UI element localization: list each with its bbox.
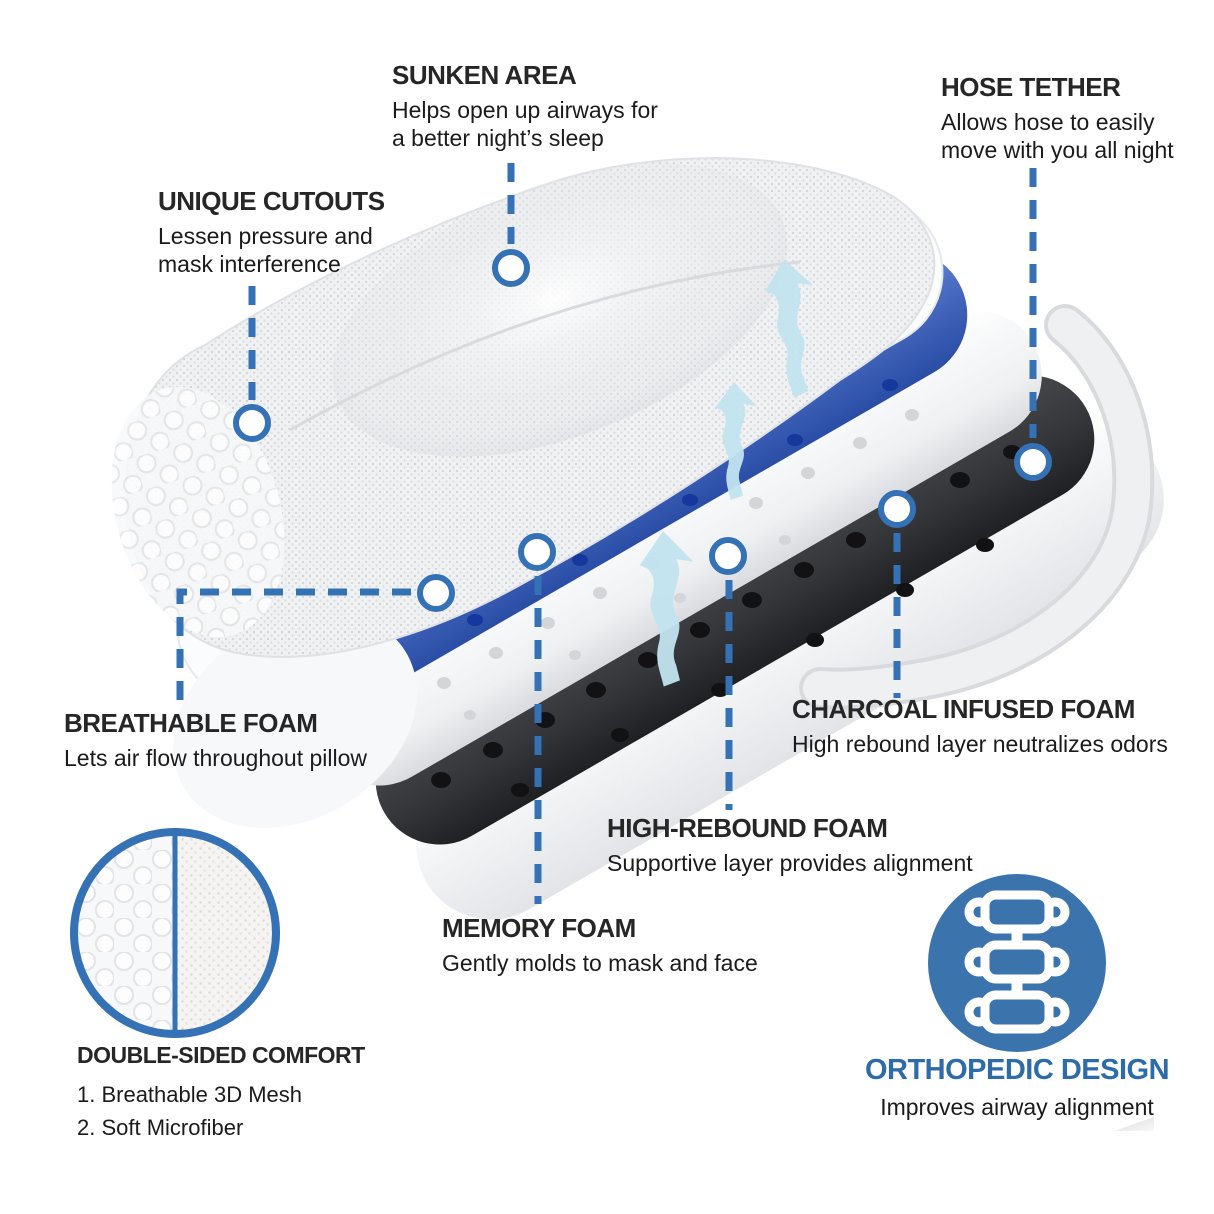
callout-title: CHARCOAL INFUSED FOAM xyxy=(792,694,1135,724)
callout-desc-line: Allows hose to easily xyxy=(941,109,1155,135)
feature-list-item: 2. Soft Microfiber xyxy=(77,1115,244,1140)
callout-desc-line: a better night’s sleep xyxy=(392,125,604,151)
callout-title: HIGH-REBOUND FOAM xyxy=(607,813,888,843)
feature-orthopedic-design: ORTHOPEDIC DESIGN Improves airway alignm… xyxy=(817,1054,1214,1121)
callout-desc-line: move with you all night xyxy=(941,137,1174,163)
callout-desc-line: Lessen pressure and xyxy=(158,223,373,249)
callout-unique-cutouts: UNIQUE CUTOUTS Lessen pressure and mask … xyxy=(158,186,385,278)
callout-charcoal-foam: CHARCOAL INFUSED FOAM High rebound layer… xyxy=(792,694,1168,758)
callout-desc-line: mask interference xyxy=(158,251,341,277)
callout-hose-tether: HOSE TETHER Allows hose to easily move w… xyxy=(941,72,1174,164)
callout-desc-line: High rebound layer neutralizes odors xyxy=(792,731,1168,757)
feature-title: ORTHOPEDIC DESIGN xyxy=(864,1054,1170,1086)
callout-dots xyxy=(233,249,1052,612)
callout-desc-line: Lets air flow throughout pillow xyxy=(64,745,367,771)
feature-list: 1. Breathable 3D Mesh 2. Soft Microfiber xyxy=(77,1081,365,1141)
feature-desc-line: Improves airway alignment xyxy=(880,1094,1154,1120)
honeycomb-cutout-area xyxy=(111,386,285,638)
callout-sunken-area: SUNKEN AREA Helps open up airways for a … xyxy=(392,60,658,152)
callout-line-breathable-foam xyxy=(176,588,411,712)
callout-dot-unique-cutouts xyxy=(233,404,271,442)
callout-dot-breathable-foam xyxy=(417,574,455,612)
callout-title: HOSE TETHER xyxy=(941,72,1121,102)
callout-breathable-foam: BREATHABLE FOAM Lets air flow throughout… xyxy=(64,708,367,772)
callout-dot-charcoal xyxy=(878,490,916,528)
callout-title: MEMORY FOAM xyxy=(442,913,636,943)
callout-title: SUNKEN AREA xyxy=(392,60,577,90)
callout-title: UNIQUE CUTOUTS xyxy=(158,186,385,216)
callout-dot-memory-foam xyxy=(518,533,556,571)
feature-title: DOUBLE-SIDED COMFORT xyxy=(77,1042,365,1068)
hose-tether-loop xyxy=(799,304,1155,710)
callout-desc-line: Gently molds to mask and face xyxy=(442,950,758,976)
orthopedic-badge xyxy=(928,874,1106,1052)
charcoal-foam-layer xyxy=(375,375,1095,845)
callout-memory-foam: MEMORY FOAM Gently molds to mask and fac… xyxy=(442,913,758,977)
charcoal-holes xyxy=(431,445,1021,797)
callout-dot-sunken-area xyxy=(492,249,530,287)
bottom-cover-layer xyxy=(416,424,1164,920)
feature-list-item: 1. Breathable 3D Mesh xyxy=(77,1082,303,1107)
callout-dot-hose-tether xyxy=(1014,443,1052,481)
callout-desc-line: Helps open up airways for xyxy=(392,97,658,123)
callout-lines xyxy=(176,163,1037,904)
callout-title: BREATHABLE FOAM xyxy=(64,708,318,738)
feature-double-sided-comfort: DOUBLE-SIDED COMFORT 1. Breathable 3D Me… xyxy=(77,1042,365,1147)
callout-high-rebound-foam: HIGH-REBOUND FOAM Supportive layer provi… xyxy=(607,813,973,877)
fabric-comparison-inset xyxy=(70,828,280,1038)
callout-dot-high-rebound xyxy=(709,537,747,575)
mesh-pillow-top xyxy=(111,157,936,658)
corner-shadow xyxy=(1114,1117,1154,1131)
microfiber-texture-swatch xyxy=(175,833,275,1033)
3d-mesh-texture-swatch xyxy=(75,833,175,1033)
spine-icon xyxy=(964,890,1070,1034)
callout-desc-line: Supportive layer provides alignment xyxy=(607,850,973,876)
